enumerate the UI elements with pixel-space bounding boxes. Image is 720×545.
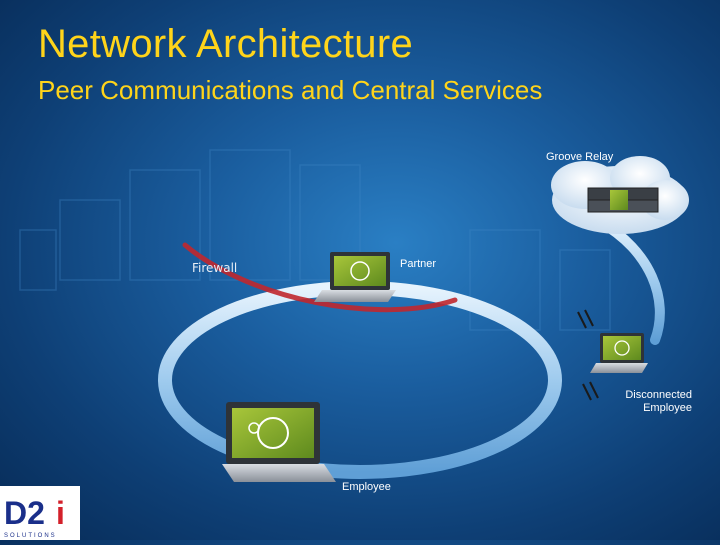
network-ring [158,281,562,479]
relay-label: Groove Relay [546,151,614,163]
disconnect-break-icon [577,309,599,401]
relay-server-icon [587,187,659,213]
slide-subtitle: Peer Communications and Central Services [38,75,543,105]
svg-text:D2: D2 [4,495,45,531]
disconnected-employee-label: Disconnected Employee [592,389,692,415]
disconnected-laptop-icon [590,333,648,373]
slide-title: Network Architecture [38,22,414,66]
svg-text:i: i [56,495,65,531]
partner-label: Partner [400,258,437,270]
employee-label: Employee [342,481,391,493]
relay-link [595,217,665,345]
partner-laptop-icon [314,252,396,302]
firewall-label: Firewall [192,261,238,275]
disconnected-label-line1: Disconnected [625,389,692,401]
disconnected-label-line2: Employee [643,402,692,414]
logo-mark: D2 i SOLUTIONS [4,495,65,539]
company-logo: D2 i SOLUTIONS [0,486,80,540]
svg-text:SOLUTIONS: SOLUTIONS [4,533,57,539]
employee-laptop-icon [222,402,336,482]
firewall-arc [182,242,458,313]
